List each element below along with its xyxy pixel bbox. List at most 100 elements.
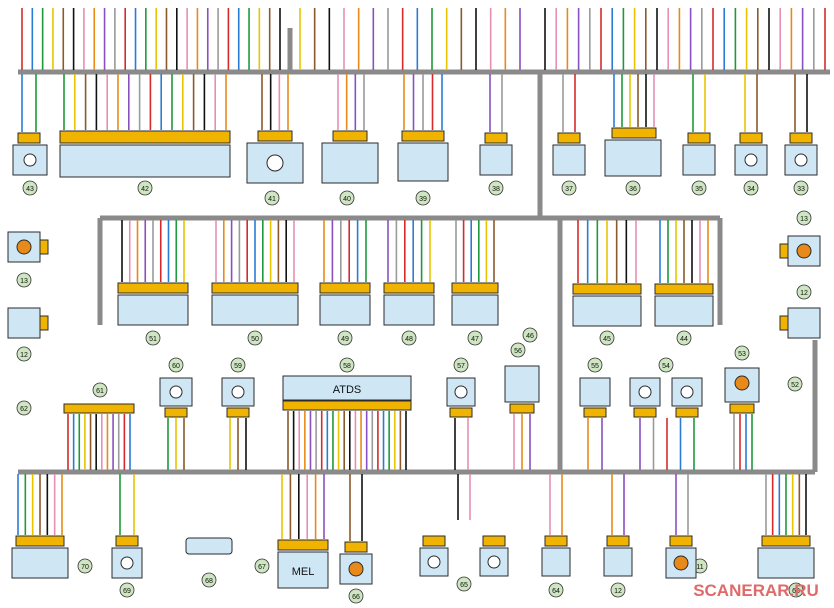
component-67-mel: MEL [277,539,329,589]
label-circle-c38 [488,180,504,196]
component-number-c68: 68 [205,578,213,585]
label-circle-c61 [92,382,108,398]
component-51 [117,282,189,326]
label-circle-c41 [264,190,280,206]
component-38 [479,132,513,176]
component-54a [629,377,661,418]
component-57 [446,377,476,418]
component-13-left [7,231,49,263]
label-circle-c67 [254,558,270,574]
component-number-c37: 37 [565,186,573,193]
label-circle-c56 [510,342,526,358]
component-number-c34: 34 [747,186,755,193]
harness-bus [18,28,830,475]
component-50 [211,282,299,326]
label-circle-c39 [415,190,431,206]
watermark: SCANERAR.RU [693,581,819,600]
component-36 [604,127,662,177]
component-number-c11: 11 [696,564,703,571]
component-37 [552,132,586,176]
component-number-c59: 59 [234,363,242,370]
component-33 [784,132,818,176]
component-number-c46: 46 [526,333,534,340]
label-circle-c68 [201,572,217,588]
component-number-c60: 60 [172,363,180,370]
label-circle-c12r [796,284,812,300]
component-number-c43: 43 [26,186,34,193]
component-number-c49: 49 [341,336,349,343]
component-35 [682,132,716,176]
label-circle-c42 [137,180,153,196]
component-56 [504,365,540,414]
mel-label: MEL [292,566,315,578]
component-48 [383,282,435,326]
label-circle-c55 [587,357,603,373]
component-70 [11,535,69,579]
component-53 [724,367,760,414]
label-circle-c58 [339,357,355,373]
component-number-c33: 33 [797,186,805,193]
component-number-c12l: 12 [20,352,28,359]
component-number-c41: 41 [268,196,276,203]
component-41 [246,130,304,184]
component-number-c42: 42 [141,186,149,193]
label-circle-c37 [561,180,577,196]
component-60 [159,377,193,418]
component-65 [419,535,509,577]
component-number-c67: 67 [258,564,266,571]
component-number-c57: 57 [457,363,465,370]
component-number-c58: 58 [343,363,351,370]
component-number-c62: 62 [20,406,28,413]
component-number-c66: 66 [352,594,360,601]
label-circle-c57 [453,357,469,373]
component-number-c51: 51 [149,336,157,343]
component-number-c35: 35 [695,186,703,193]
component-55 [579,377,611,418]
component-61 [63,403,135,414]
component-number-c47: 47 [471,336,479,343]
wires [17,8,826,541]
component-39 [397,130,449,182]
component-64 [541,535,571,577]
label-circle-c69 [119,582,135,598]
component-45 [572,283,642,327]
component-number-c36: 36 [629,186,637,193]
component-54b [671,377,703,418]
label-circle-c64 [548,582,564,598]
label-circle-c13l [16,272,32,288]
component-number-c53: 53 [738,351,746,358]
component-number-c61: 61 [96,388,104,395]
label-circle-c12l [16,346,32,362]
component-number-c48: 48 [405,336,413,343]
component-number-c12r: 12 [800,290,808,297]
component-42 [59,130,231,178]
label-circle-c54 [658,357,674,373]
component-number-c45: 45 [603,336,611,343]
component-12-left [7,307,49,339]
label-circle-c46 [522,327,538,343]
component-number-c44: 44 [680,336,688,343]
component-66 [339,541,373,585]
component-number-c56: 56 [514,348,522,355]
label-circle-c59 [230,357,246,373]
component-59 [221,377,255,418]
component-labels [16,180,812,604]
component-44 [654,283,714,327]
component-11 [665,535,697,579]
atds-label: ATDS [333,384,362,396]
label-circle-c47 [467,330,483,346]
component-number-c70: 70 [81,564,89,571]
component-number-c39: 39 [419,196,427,203]
label-circle-c63 [788,582,804,598]
label-circle-c45 [599,330,615,346]
label-circle-c62 [16,400,32,416]
component-number-c13r: 13 [800,216,808,223]
label-circle-c53 [734,345,750,361]
component-47 [451,282,499,326]
component-34 [734,132,768,176]
component-number-c40: 40 [343,196,351,203]
label-circle-c33 [793,180,809,196]
label-circle-c35 [691,180,707,196]
